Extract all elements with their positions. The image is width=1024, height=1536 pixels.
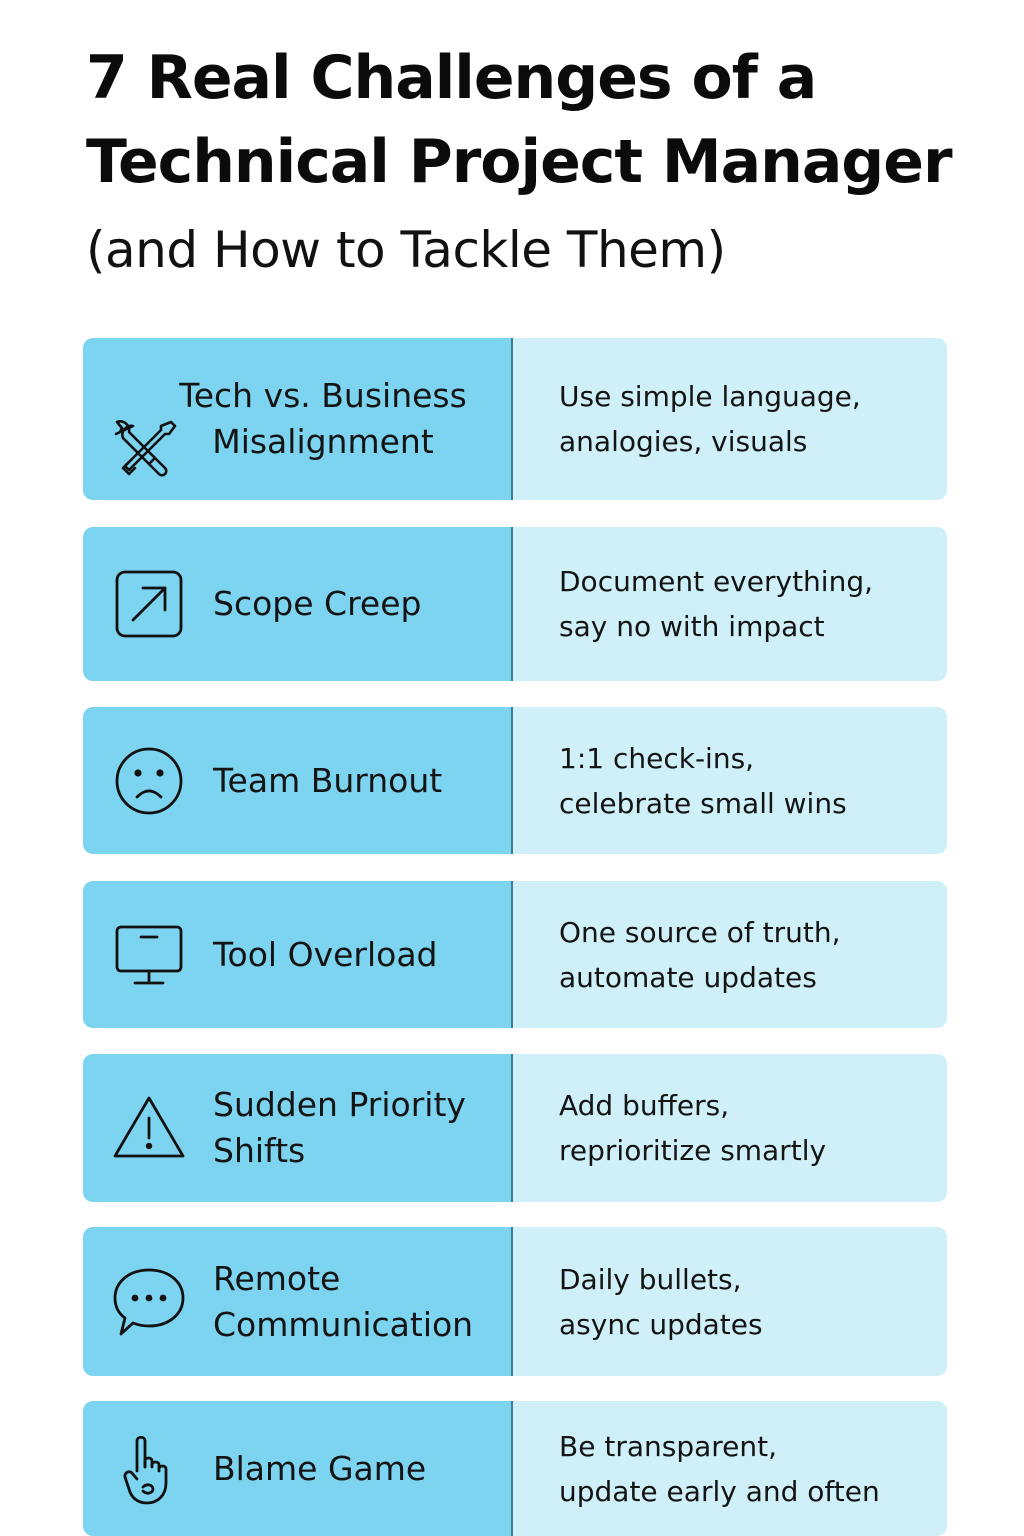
challenge-cell: Blame Game [83, 1401, 513, 1536]
challenge-label: Tech vs. Business Misalignment [179, 376, 467, 461]
challenge-row: Sudden Priority Shifts Add buffers, repr… [83, 1054, 947, 1202]
challenge-label: Remote Communication [213, 1258, 474, 1344]
solution-text: Daily bullets, async updates [559, 1262, 763, 1341]
challenge-row: Remote Communication Daily bullets, asyn… [83, 1227, 947, 1376]
challenge-row: Blame Game Be transparent, update early … [83, 1401, 947, 1536]
challenge-cell: Remote Communication [83, 1227, 513, 1376]
challenge-cell: Scope Creep [83, 527, 513, 681]
challenge-label: Team Burnout [213, 760, 443, 800]
monitor-icon [113, 919, 185, 991]
solution-text: Be transparent, update early and often [559, 1429, 880, 1508]
challenge-row: Tech vs. Business Misalignment Use simpl… [83, 338, 947, 500]
solution-cell: Be transparent, update early and often [513, 1401, 947, 1536]
challenge-label: Blame Game [213, 1448, 427, 1488]
challenge-cell: Team Burnout [83, 707, 513, 854]
challenge-row: Team Burnout 1:1 check-ins, celebrate sm… [83, 707, 947, 854]
solution-text: Document everything, say no with impact [559, 565, 873, 643]
solution-cell: Add buffers, reprioritize smartly [513, 1054, 947, 1202]
pointing-hand-icon [113, 1433, 185, 1505]
page-subtitle: (and How to Tackle Them) [86, 221, 726, 279]
challenge-label: Tool Overload [213, 934, 438, 974]
solution-text: Use simple language, analogies, visuals [559, 380, 861, 458]
challenge-label: Scope Creep [213, 584, 422, 623]
solution-text: 1:1 check-ins, celebrate small wins [559, 741, 847, 820]
title-line-1: 7 Real Challenges of a [86, 43, 817, 113]
challenge-cell: Sudden Priority Shifts [83, 1054, 513, 1202]
title-line-2: Technical Project Manager [86, 127, 953, 197]
chat-bubble-icon [113, 1266, 185, 1338]
solution-cell: Daily bullets, async updates [513, 1227, 947, 1376]
sad-face-icon [113, 745, 185, 817]
challenge-cell: Tech vs. Business Misalignment [83, 338, 513, 500]
warning-icon [113, 1092, 185, 1164]
solution-cell: 1:1 check-ins, celebrate small wins [513, 707, 947, 854]
solution-cell: One source of truth, automate updates [513, 881, 947, 1028]
solution-cell: Document everything, say no with impact [513, 527, 947, 681]
arrow-up-right-icon [113, 568, 185, 640]
solution-cell: Use simple language, analogies, visuals [513, 338, 947, 500]
solution-text: Add buffers, reprioritize smartly [559, 1089, 827, 1167]
solution-text: One source of truth, automate updates [559, 915, 841, 994]
challenge-cell: Tool Overload [83, 881, 513, 1028]
tools-icon [113, 412, 185, 484]
challenge-row: Scope Creep Document everything, say no … [83, 527, 947, 681]
challenge-label: Sudden Priority Shifts [213, 1085, 466, 1170]
challenge-row: Tool Overload One source of truth, autom… [83, 881, 947, 1028]
page-title: 7 Real Challenges of a Technical Project… [86, 36, 1006, 204]
